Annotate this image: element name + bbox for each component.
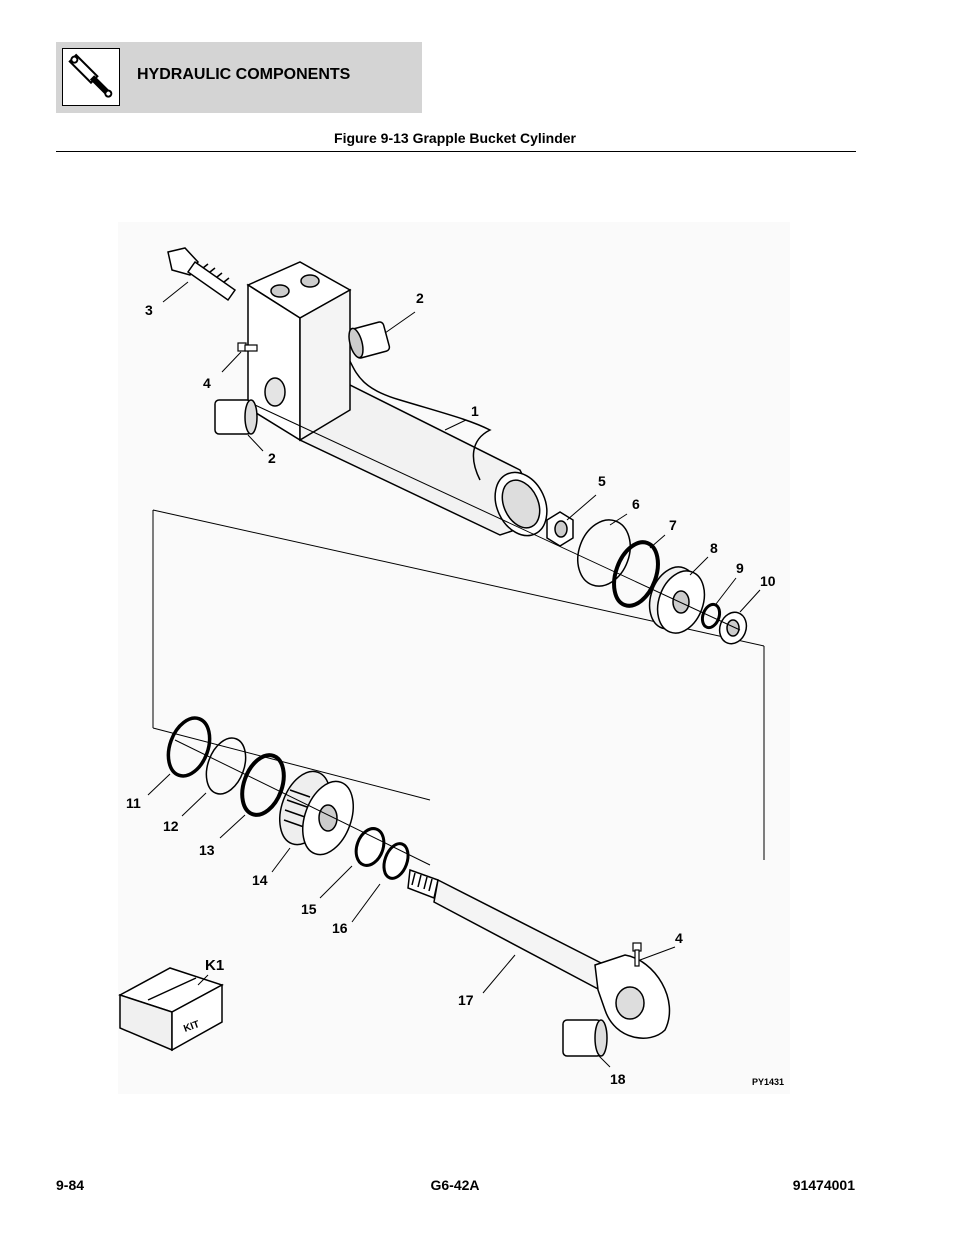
rod-seal — [382, 842, 410, 880]
part-number: 91474001 — [792, 1177, 855, 1193]
callout-3: 3 — [145, 302, 153, 318]
backup-ring — [205, 737, 247, 795]
piston — [648, 566, 706, 634]
callout-4: 4 — [203, 375, 211, 391]
callout-5: 5 — [598, 473, 606, 489]
assembly-axis — [254, 404, 741, 631]
callout-2: 2 — [416, 290, 424, 306]
drawing-background — [118, 222, 790, 1094]
callout-18: 18 — [610, 1071, 626, 1087]
callout-8: 8 — [710, 540, 718, 556]
callout-10: 10 — [760, 573, 776, 589]
mounting-block — [246, 261, 352, 442]
callout-2: 2 — [268, 450, 276, 466]
callout-6: 6 — [632, 496, 640, 512]
callout-13: 13 — [199, 842, 215, 858]
cylinder-head — [279, 770, 354, 856]
callout-17: 17 — [458, 992, 474, 1008]
callout-9: 9 — [736, 560, 744, 576]
model-number: G6-42A — [430, 1177, 480, 1193]
callout-15: 15 — [301, 901, 317, 917]
callout-1: 1 — [471, 403, 479, 419]
piston-rod — [407, 868, 671, 1039]
relief-valve — [167, 247, 237, 302]
callout-4: 4 — [675, 930, 683, 946]
figure-code: PY1431 — [752, 1077, 784, 1087]
section-title: HYDRAULIC COMPONENTS — [137, 66, 351, 83]
assembly-axis — [174, 739, 431, 866]
callout-leaders — [147, 281, 761, 1068]
washer — [718, 611, 748, 645]
callout-11: 11 — [126, 795, 141, 811]
section-header: HYDRAULIC COMPONENTS — [56, 42, 422, 113]
hydraulic-cylinder-icon — [62, 48, 120, 106]
bushing — [562, 1019, 608, 1057]
wiper-seal — [354, 827, 386, 867]
callout-12: 12 — [163, 818, 179, 834]
bushing — [214, 321, 391, 435]
o-ring — [166, 716, 212, 778]
kit-label: K1 — [205, 957, 224, 974]
header-rule — [56, 151, 856, 152]
callout-14: 14 — [252, 872, 268, 888]
hex-nut — [546, 511, 574, 547]
frame-line — [152, 727, 431, 801]
callout-7: 7 — [669, 517, 677, 533]
callout-16: 16 — [332, 920, 348, 936]
grease-fitting — [237, 342, 258, 352]
page-number: 9-84 — [56, 1177, 85, 1193]
figure-title: Figure 9-13 Grapple Bucket Cylinder — [334, 130, 576, 146]
grease-fitting — [632, 942, 642, 967]
o-ring — [612, 540, 660, 608]
kit-box-text: KIT — [182, 1019, 201, 1035]
kit-box — [118, 967, 224, 1052]
